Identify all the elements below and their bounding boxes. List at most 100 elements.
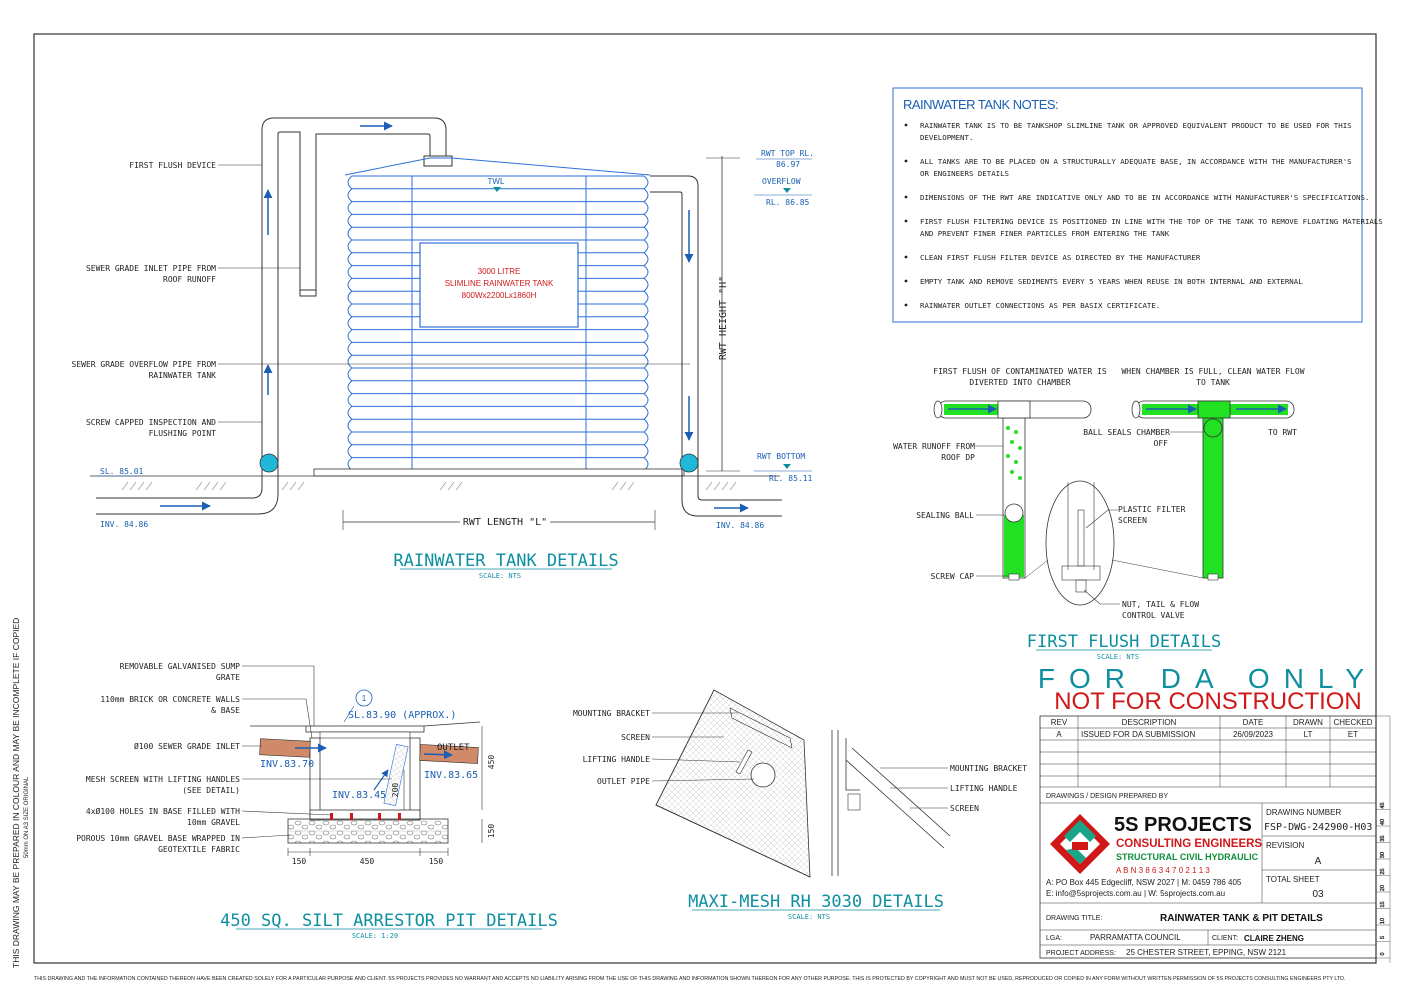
label-overflow-1: SEWER GRADE OVERFLOW PIPE FROM bbox=[72, 360, 217, 369]
level-pit-inv-out: INV.83.65 bbox=[424, 770, 478, 781]
rev-header-rev: REV bbox=[1051, 718, 1068, 727]
da-only-stamp: FOR DA ONLY NOT FOR CONSTRUCTION bbox=[1038, 663, 1364, 715]
level-rwt-top-value: 86.97 bbox=[776, 160, 800, 169]
note-line: CLEAN FIRST FLUSH FILTER DEVICE AS DIREC… bbox=[920, 253, 1201, 262]
note-bullet bbox=[904, 159, 908, 163]
level-inv-right: INV. 84.86 bbox=[716, 521, 764, 530]
total-sheet-value: 03 bbox=[1312, 889, 1324, 900]
ff-caption-2b: TO TANK bbox=[1196, 378, 1230, 387]
rwt-length-label: RWT LENGTH "L" bbox=[463, 517, 547, 528]
rwt-height-label: RWT HEIGHT "H" bbox=[718, 276, 729, 360]
ff-ball-seals-2: OFF bbox=[1154, 439, 1169, 448]
project-address-label: PROJECT ADDRESS: bbox=[1046, 950, 1116, 957]
note-line: OR ENGINEERS DETAILS bbox=[920, 169, 1009, 178]
note-bullet bbox=[904, 279, 908, 283]
rev-row-rev: A bbox=[1056, 730, 1062, 739]
mesh-right-label-3: SCREEN bbox=[950, 804, 979, 813]
ruler-tick-label: 0 bbox=[1380, 952, 1386, 955]
ruler-tick-label: 45 bbox=[1380, 802, 1386, 808]
rev-row-checked: ET bbox=[1348, 730, 1358, 739]
pit-marker: 1 bbox=[362, 694, 367, 703]
pit-outlet-label: OUTLET bbox=[437, 743, 470, 753]
ff-ball-seals-1: BALL SEALS CHAMBER bbox=[1083, 428, 1170, 437]
ff-sealing-ball: SEALING BALL bbox=[916, 511, 974, 520]
pit-label-holes-1: 4xØ100 HOLES IN BASE FILLED WITH bbox=[86, 806, 240, 816]
mesh-left-label-3: LIFTING HANDLE bbox=[583, 755, 651, 764]
drawing-number: FSP-DWG-242900-H03 bbox=[1264, 822, 1372, 833]
note-bullet bbox=[904, 255, 908, 259]
pit-label-walls-2: & BASE bbox=[211, 706, 240, 715]
ff-screw-cap: SCREW CAP bbox=[931, 572, 975, 581]
silt-pit-scale: SCALE: 1:20 bbox=[352, 932, 398, 940]
company-address: A: PO Box 445 Edgecliff, NSW 2027 | M: 0… bbox=[1046, 878, 1242, 887]
label-screw-2: FLUSHING POINT bbox=[149, 429, 217, 438]
level-rwt-bottom-value: RL. 85.11 bbox=[769, 474, 813, 483]
lga-value: PARRAMATTA COUNCIL bbox=[1090, 933, 1181, 942]
revision-label: REVISION bbox=[1266, 841, 1304, 850]
silt-pit-title: 450 SQ. SILT ARRESTOR PIT DETAILS bbox=[220, 911, 558, 931]
rainwater-tank-notes: RAINWATER TANK NOTES: RAINWATER TANK IS … bbox=[892, 87, 1383, 323]
maxi-mesh-title: MAXI-MESH RH 3030 DETAILS bbox=[688, 892, 944, 912]
level-sl: SL. 85.01 bbox=[100, 467, 144, 476]
project-address: 25 CHESTER STREET, EPPING, NSW 2121 bbox=[1126, 948, 1287, 957]
level-pit-inv-in: INV.83.70 bbox=[260, 759, 314, 770]
footer-disclaimer: THIS DRAWING AND THE INFORMATION CONTAIN… bbox=[34, 976, 1345, 982]
mesh-right-label-2: LIFTING HANDLE bbox=[950, 784, 1018, 793]
ff-water-runoff-1: WATER RUNOFF FROM bbox=[893, 442, 975, 451]
level-pit-inv-base: INV.83.45 bbox=[332, 790, 386, 801]
drawing-title-label: DRAWING TITLE: bbox=[1046, 915, 1102, 922]
dim-150-base: 150 bbox=[487, 824, 496, 839]
ff-to-rwt: TO RWT bbox=[1268, 428, 1297, 437]
prepared-by-label: DRAWINGS / DESIGN PREPARED BY bbox=[1046, 793, 1168, 800]
level-overflow: OVERFLOW bbox=[762, 177, 801, 186]
pit-label-inlet: Ø100 SEWER GRADE INLET bbox=[134, 741, 240, 751]
notes-title: RAINWATER TANK NOTES: bbox=[903, 97, 1058, 112]
level-inv-left: INV. 84.86 bbox=[100, 520, 148, 529]
note-line: DIMENSIONS OF THE RWT ARE INDICATIVE ONL… bbox=[920, 193, 1369, 202]
rev-row-drawn: LT bbox=[1304, 730, 1313, 739]
dim-150-left: 150 bbox=[292, 857, 307, 866]
drawing-title: RAINWATER TANK & PIT DETAILS bbox=[1160, 913, 1323, 924]
ff-caption-1b: DIVERTED INTO CHAMBER bbox=[969, 378, 1070, 387]
tank-label-size: 800Wx2200Lx1860H bbox=[462, 291, 537, 300]
revision-value: A bbox=[1315, 856, 1322, 867]
label-inlet-2: ROOF RUNOFF bbox=[163, 275, 216, 284]
pit-label-walls-1: 110mm BRICK OR CONCRETE WALLS bbox=[100, 695, 240, 704]
ff-nut-2: CONTROL VALVE bbox=[1122, 611, 1185, 620]
ruler-tick-label: 20 bbox=[1380, 885, 1386, 891]
note-bullet bbox=[904, 195, 908, 199]
rev-header-drawn: DRAWN bbox=[1293, 718, 1323, 727]
stamp-not-for-construction: NOT FOR CONSTRUCTION bbox=[1054, 688, 1362, 715]
ff-nut-1: NUT, TAIL & FLOW bbox=[1122, 600, 1199, 609]
pit-label-grate-1: REMOVABLE GALVANISED SUMP bbox=[120, 662, 241, 671]
note-bullet bbox=[904, 219, 908, 223]
lga-label: LGA: bbox=[1046, 935, 1062, 942]
rev-header-date: DATE bbox=[1243, 718, 1264, 727]
note-line: EMPTY TANK AND REMOVE SEDIMENTS EVERY 5 … bbox=[920, 277, 1303, 286]
note-line: FIRST FLUSH FILTERING DEVICE IS POSITION… bbox=[920, 217, 1383, 226]
ruler-tick-label: 15 bbox=[1380, 901, 1386, 907]
note-bullet bbox=[904, 303, 908, 307]
company-logo bbox=[1050, 814, 1110, 874]
total-sheet-label: TOTAL SHEET bbox=[1266, 875, 1320, 884]
label-overflow-2: RAINWATER TANK bbox=[149, 371, 217, 380]
pit-label-holes-2: 10mm GRAVEL bbox=[187, 818, 240, 827]
pit-label-gravel-2: GEOTEXTILE FABRIC bbox=[158, 845, 240, 854]
maxi-mesh-scale: SCALE: NTS bbox=[788, 913, 830, 921]
note-line: RAINWATER OUTLET CONNECTIONS AS PER BASI… bbox=[920, 301, 1160, 310]
dim-150-right: 150 bbox=[429, 857, 444, 866]
rainwater-tank-scale: SCALE: NTS bbox=[479, 572, 521, 580]
rev-header-checked: CHECKED bbox=[1333, 718, 1372, 727]
tank-label-type: SLIMLINE RAINWATER TANK bbox=[445, 279, 554, 288]
rev-row-date: 26/09/2023 bbox=[1233, 730, 1274, 739]
client-label: CLIENT: bbox=[1212, 935, 1238, 942]
ruler-tick-label: 5 bbox=[1380, 936, 1386, 939]
pit-label-mesh-2: (SEE DETAIL) bbox=[182, 786, 240, 795]
maxi-mesh-detail: MOUNTING BRACKET SCREEN LIFTING HANDLE O… bbox=[573, 689, 1027, 921]
first-flush-scale: SCALE: NTS bbox=[1097, 653, 1139, 661]
mesh-left-label-2: SCREEN bbox=[621, 733, 650, 742]
level-pit-sl: SL.83.90 (APPROX.) bbox=[348, 710, 456, 721]
sheet-border bbox=[33, 33, 1377, 964]
company-name: 5S PROJECTS bbox=[1114, 814, 1252, 836]
